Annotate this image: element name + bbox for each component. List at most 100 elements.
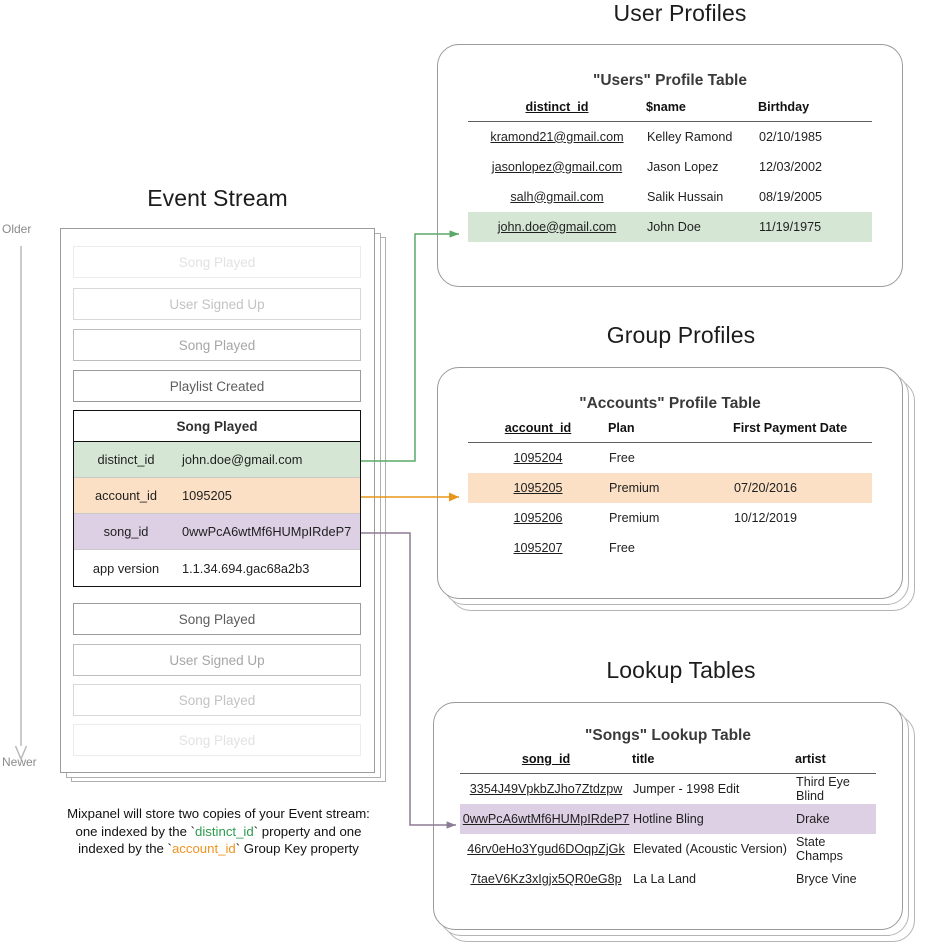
caption-line-2b: ` property and one [253, 823, 362, 839]
songs-lookup-table: song_id title artist 3354J49VpkbZJho7Ztd… [460, 752, 876, 894]
event-property-row: account_id 1095205 [74, 478, 360, 514]
caption-line-3a: indexed by the ` [78, 841, 172, 856]
event-stream-title: Event Stream [147, 185, 288, 211]
cell-title: Hotline Bling [632, 804, 795, 834]
event-pill[interactable]: User Signed Up [73, 288, 361, 320]
table-row[interactable]: 46rv0eHo3Ygud6DOqpZjGk Elevated (Acousti… [460, 834, 876, 864]
expanded-event-name: Song Played [74, 411, 360, 442]
event-property-row: song_id 0wwPcA6wtMf6HUMpIRdeP7 [74, 514, 360, 550]
cell-plan: Free [609, 540, 635, 555]
cell-first-payment-date [733, 533, 872, 563]
cell-name: Kelley Ramond [647, 129, 733, 144]
group-profiles-section-title: Group Profiles [606, 322, 756, 348]
cell-title: Elevated (Acoustic Version) [633, 842, 787, 856]
table-row[interactable]: kramond21@gmail.com Kelley Ramond 02/10/… [468, 122, 872, 152]
cell-name: Salik Hussain [647, 189, 724, 204]
time-direction-arrow [14, 246, 28, 761]
table-row[interactable]: 7taeV6Kz3xIgjx5QR0eG8p La La Land Bryce … [460, 864, 876, 894]
event-property-key: account_id [95, 488, 157, 503]
cell-account-id: 1095204 [513, 450, 563, 465]
user-profiles-section-title: User Profiles [613, 0, 747, 26]
users-profile-table: distinct_id $name Birthday kramond21@gma… [468, 100, 872, 242]
cell-plan: Premium [609, 510, 660, 525]
cell-distinct-id: jasonlopez@gmail.com [491, 159, 623, 174]
event-property-value: 1.1.34.694.gac68a2b3 [182, 560, 310, 576]
caption-line-1: Mixpanel will store two copies of your E… [67, 806, 370, 821]
event-pill[interactable]: Song Played [73, 684, 361, 716]
lookup-tables-section-title: Lookup Tables [606, 657, 756, 683]
column-header-artist: artist [795, 752, 876, 774]
cell-birthday: 08/19/2005 [759, 189, 823, 204]
cell-artist: State Champs [796, 835, 843, 863]
column-header-title: title [632, 752, 795, 774]
cell-account-id: 1095205 [468, 472, 608, 503]
event-pill[interactable]: Song Played [73, 246, 361, 278]
cell-birthday: 02/10/1985 [759, 129, 823, 144]
users-card-front [437, 44, 903, 287]
cell-artist: Drake [795, 804, 876, 834]
cell-birthday: 11/19/1975 [758, 211, 872, 242]
event-property-row: distinct_id john.doe@gmail.com [74, 442, 360, 478]
cell-artist: Bryce Vine [796, 872, 857, 886]
column-header-first-payment-date: First Payment Date [733, 421, 872, 443]
cell-birthday: 12/03/2002 [759, 159, 823, 174]
cell-first-payment-date: 07/20/2016 [733, 472, 872, 503]
songs-lookup-card: "Songs" Lookup Table song_id title artis… [433, 702, 915, 942]
accounts-profile-table: account_id Plan First Payment Date 10952… [468, 421, 872, 563]
cell-name: Jason Lopez [647, 159, 719, 174]
axis-label-newer: Newer [2, 755, 37, 769]
table-header-row: account_id Plan First Payment Date [468, 421, 872, 443]
cell-account-id: 1095206 [513, 510, 563, 525]
cell-artist: Third Eye Blind [796, 775, 850, 803]
cell-plan: Free [609, 450, 635, 465]
cell-song-id: 7taeV6Kz3xIgjx5QR0eG8p [470, 872, 622, 886]
column-header-song-id: song_id [460, 752, 632, 774]
table-header-row: song_id title artist [460, 752, 876, 774]
event-property-row: app version 1.1.34.694.gac68a2b3 [74, 550, 360, 586]
event-stream-caption: Mixpanel will store two copies of your E… [46, 805, 391, 858]
event-pill[interactable]: Playlist Created [73, 370, 361, 402]
column-header-birthday: Birthday [758, 100, 872, 122]
event-property-key: app version [92, 560, 160, 576]
column-header-distinct-id: distinct_id [468, 100, 646, 122]
cell-name: John Doe [646, 211, 758, 242]
cell-first-payment-date: 10/12/2019 [734, 510, 798, 525]
accounts-profile-card: "Accounts" Profile Table account_id Plan… [437, 367, 915, 611]
cell-account-id: 1095207 [513, 540, 563, 555]
column-header-account-id: account_id [468, 421, 608, 443]
cell-distinct-id: salh@gmail.com [510, 189, 604, 204]
event-pill[interactable]: User Signed Up [73, 644, 361, 676]
event-property-key: song_id [103, 524, 149, 539]
accounts-card-title: "Accounts" Profile Table [579, 395, 761, 412]
songs-card-title: "Songs" Lookup Table [585, 727, 751, 744]
event-pill[interactable]: Song Played [73, 603, 361, 635]
expanded-event-card[interactable]: Song Played distinct_id john.doe@gmail.c… [73, 410, 361, 587]
table-row[interactable]: 3354J49VpkbZJho7Ztdzpw Jumper - 1998 Edi… [460, 774, 876, 805]
column-header-name: $name [646, 100, 758, 122]
table-row[interactable]: jasonlopez@gmail.com Jason Lopez 12/03/2… [468, 152, 872, 182]
table-row[interactable]: salh@gmail.com Salik Hussain 08/19/2005 [468, 182, 872, 212]
users-profile-card: "Users" Profile Table distinct_id $name … [437, 44, 903, 287]
cell-song-id: 46rv0eHo3Ygud6DOqpZjGk [467, 842, 625, 856]
column-header-plan: Plan [608, 421, 733, 443]
cell-song-id: 0wwPcA6wtMf6HUMpIRdeP7 [460, 804, 632, 834]
cell-title: La La Land [633, 872, 697, 886]
caption-line-2a: one indexed by the ` [75, 823, 196, 839]
table-row-highlighted[interactable]: 1095205 Premium 07/20/2016 [468, 472, 872, 503]
event-property-value: 0wwPcA6wtMf6HUMpIRdeP7 [182, 524, 352, 539]
caption-keyword-distinct-id: distinct_id [195, 823, 254, 839]
event-pill[interactable]: Song Played [73, 329, 361, 361]
cell-distinct-id: john.doe@gmail.com [468, 211, 646, 242]
cell-song-id: 3354J49VpkbZJho7Ztdzpw [469, 782, 623, 796]
event-pill[interactable]: Song Played [73, 724, 361, 756]
table-row-highlighted[interactable]: john.doe@gmail.com John Doe 11/19/1975 [468, 211, 872, 242]
axis-label-older: Older [2, 222, 32, 236]
table-row[interactable]: 1095206 Premium 10/12/2019 [468, 503, 872, 533]
table-row-highlighted[interactable]: 0wwPcA6wtMf6HUMpIRdeP7 Hotline Bling Dra… [460, 804, 876, 834]
caption-line-3b: ` Group Key property [235, 841, 359, 856]
table-row[interactable]: 1095204 Free [468, 443, 872, 473]
table-header-row: distinct_id $name Birthday [468, 100, 872, 122]
users-card-title: "Users" Profile Table [593, 72, 747, 89]
table-row[interactable]: 1095207 Free [468, 533, 872, 563]
